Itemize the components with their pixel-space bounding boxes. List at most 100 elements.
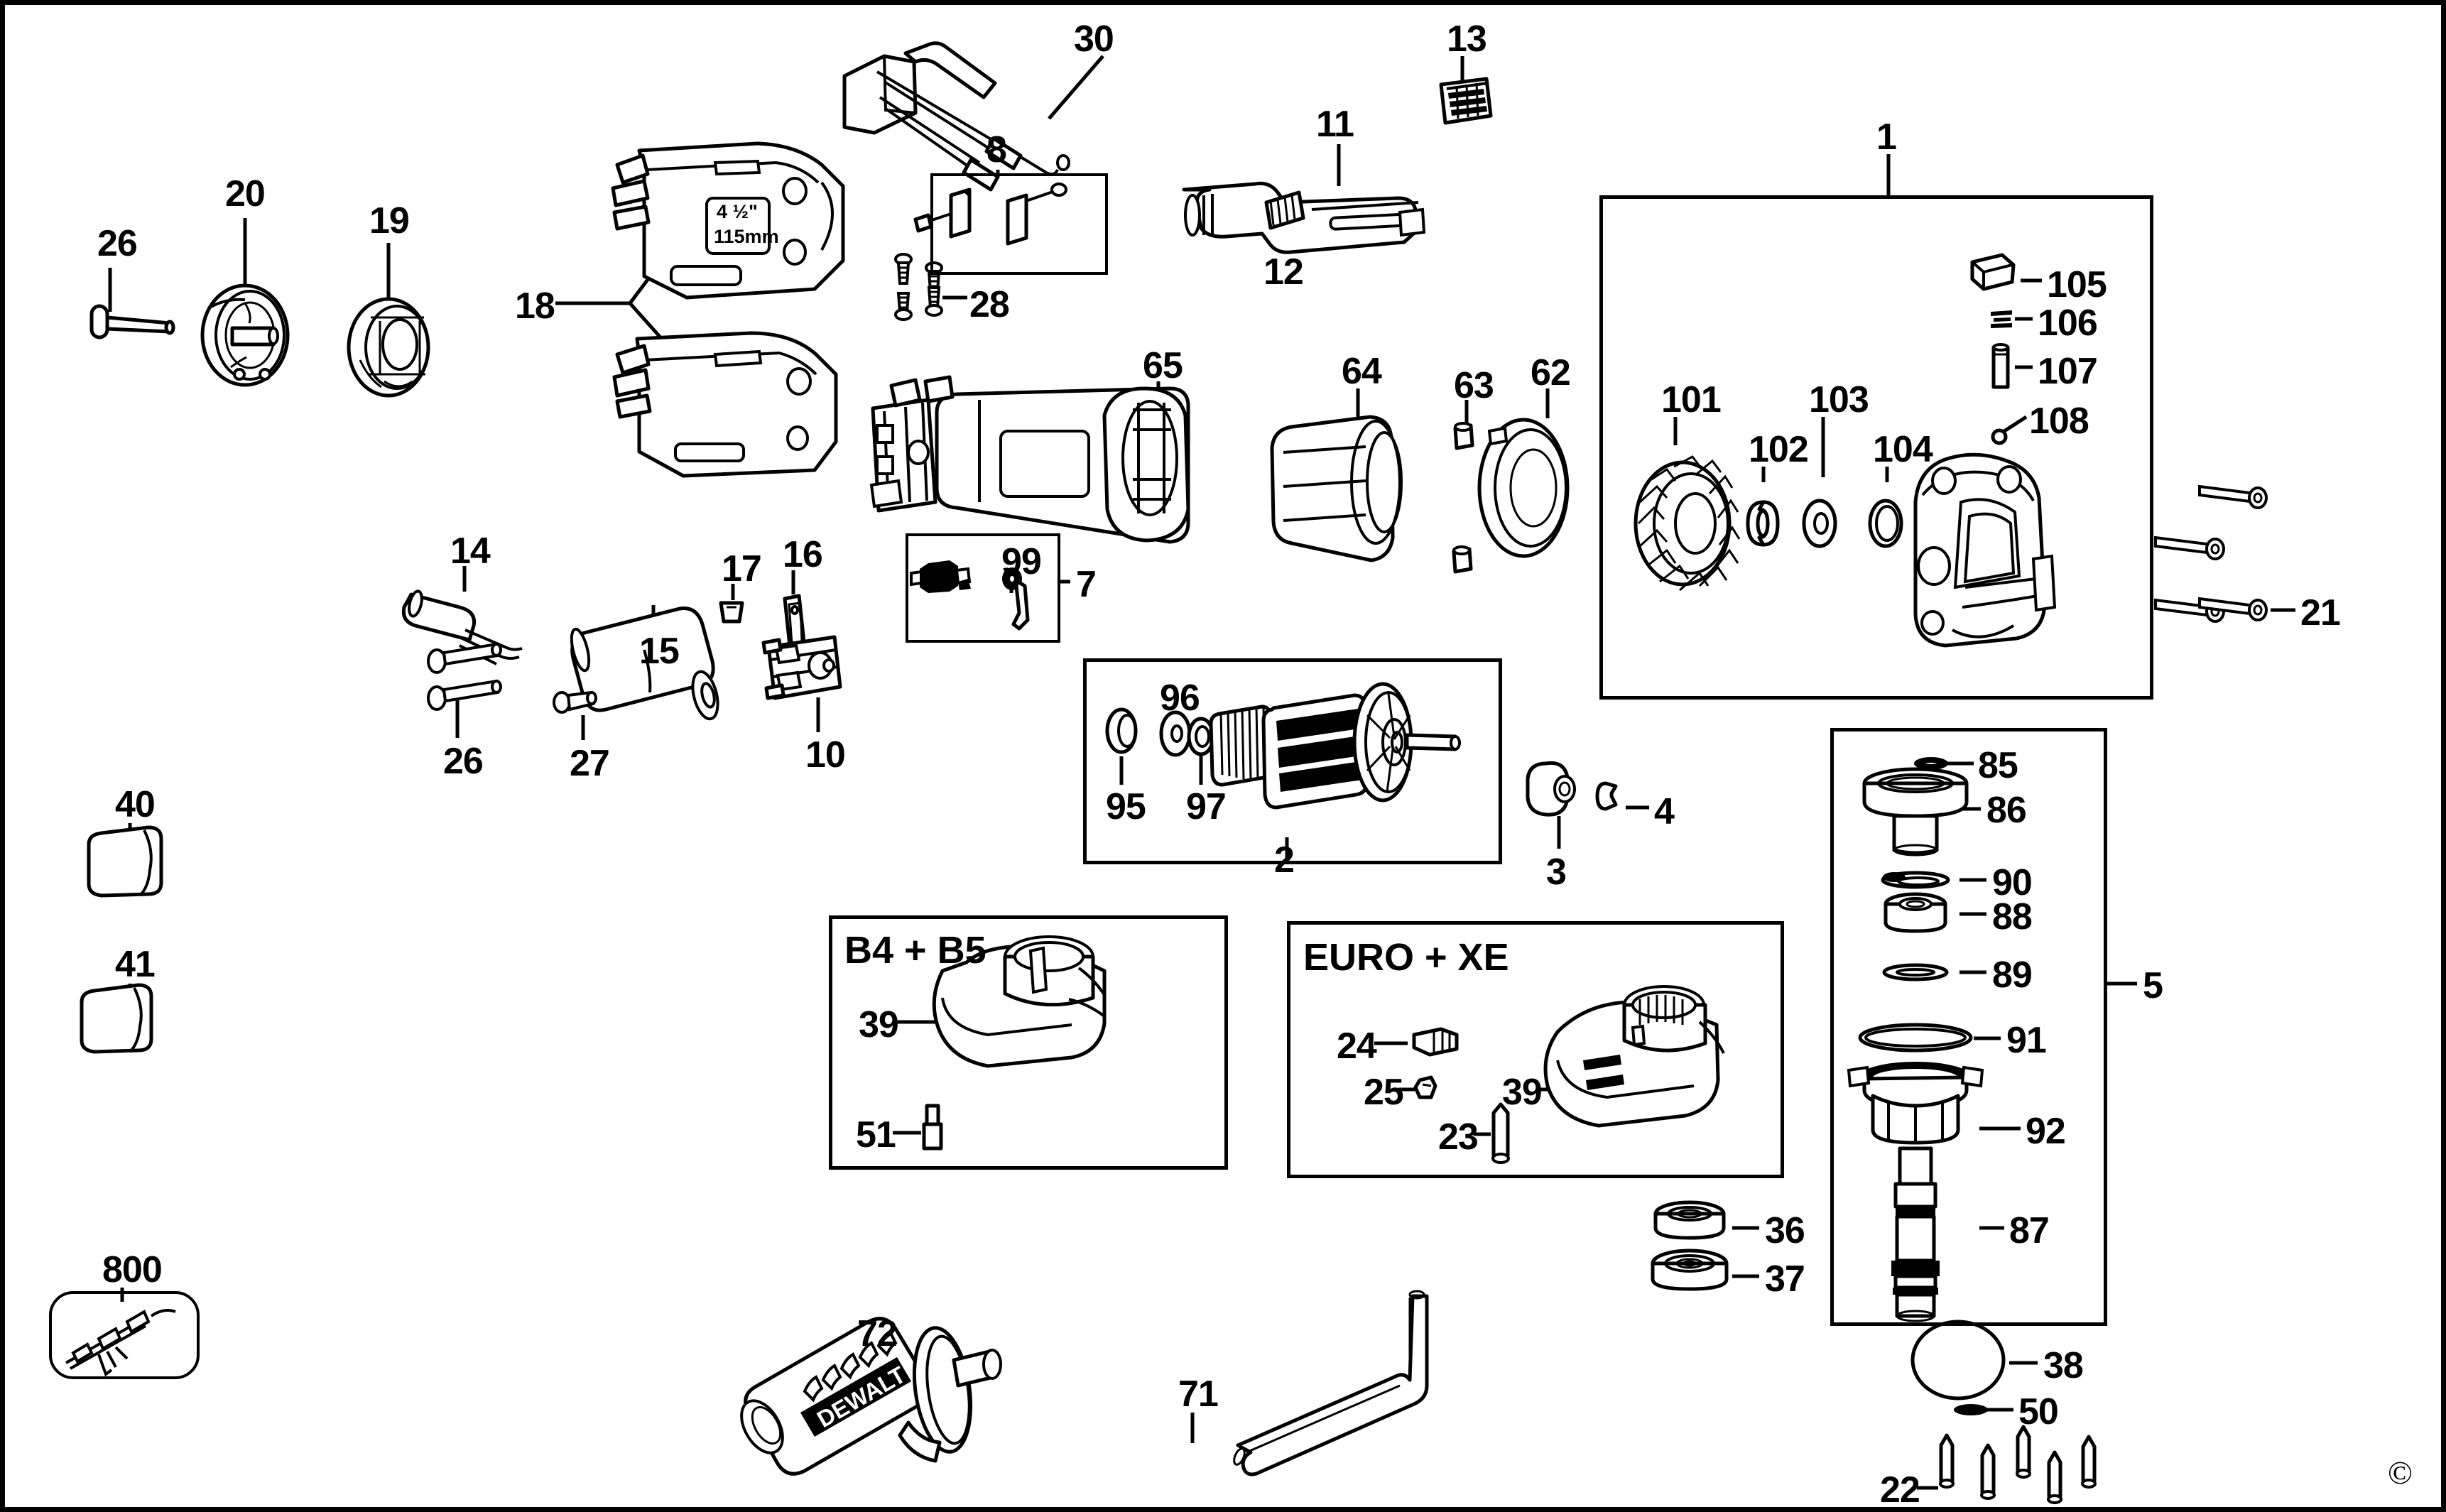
callout-18: 18 bbox=[515, 285, 555, 327]
part-85-oring bbox=[1914, 757, 1948, 770]
callout-19: 19 bbox=[369, 200, 410, 241]
group-box-8 bbox=[930, 173, 1108, 275]
part-17-screw bbox=[719, 601, 744, 624]
part-2-armature-assembly bbox=[1105, 682, 1461, 810]
callout-11: 11 bbox=[1316, 104, 1354, 145]
housing-size-imperial: 4 ½" bbox=[717, 201, 758, 222]
callout-21: 21 bbox=[2300, 592, 2341, 633]
part-18-housing-lower bbox=[612, 331, 838, 478]
callout-25: 25 bbox=[1364, 1072, 1404, 1113]
callout-15: 15 bbox=[639, 631, 680, 672]
callout-26: 26 bbox=[443, 741, 484, 782]
group-box-7 bbox=[906, 533, 1060, 643]
callout-7: 7 bbox=[1076, 564, 1097, 605]
diagram-artwork: .ln{fill:none;stroke:#000;stroke-width:5… bbox=[65, 41, 2295, 1504]
callout-64: 64 bbox=[1342, 351, 1382, 392]
callout-37: 37 bbox=[1765, 1258, 1805, 1300]
part-92-gear-case-cover bbox=[1847, 1062, 1984, 1145]
callout-14: 14 bbox=[450, 531, 491, 572]
box-title-b4b5: B4 + B5 bbox=[844, 929, 986, 972]
callout-2: 2 bbox=[1274, 839, 1295, 881]
part-50-key bbox=[1954, 1404, 1988, 1415]
part-7-box-contents bbox=[910, 560, 1030, 631]
callout-103: 103 bbox=[1809, 379, 1869, 420]
part-1-gear-case bbox=[1913, 452, 2057, 648]
part-13-terminal-block bbox=[1439, 77, 1493, 125]
callout-24: 24 bbox=[1337, 1026, 1377, 1067]
part-800-contents bbox=[65, 1309, 176, 1377]
callout-17: 17 bbox=[722, 548, 762, 589]
part-10-switch-assembly bbox=[761, 635, 842, 700]
callout-65: 65 bbox=[1143, 345, 1183, 386]
callout-99: 99 bbox=[1001, 541, 1042, 582]
group-box-euro bbox=[1287, 921, 1784, 1178]
part-91-oring bbox=[1858, 1023, 1973, 1053]
part-27-screw bbox=[553, 690, 597, 714]
callout-91: 91 bbox=[2006, 1020, 2047, 1061]
callout-90: 90 bbox=[1992, 862, 2033, 903]
part-41-cap bbox=[80, 983, 153, 1054]
part-103-washer bbox=[1802, 499, 1837, 548]
group-box-800 bbox=[49, 1291, 200, 1379]
part-22-screws bbox=[1939, 1425, 2097, 1504]
callout-28: 28 bbox=[969, 284, 1010, 325]
copyright-symbol: © bbox=[2388, 1454, 2413, 1491]
field-rear-bracket bbox=[869, 375, 955, 513]
part-104-o-ring bbox=[1868, 499, 1903, 548]
callout-27: 27 bbox=[570, 743, 610, 784]
housing-size-metric: 115mm bbox=[714, 226, 779, 247]
callout-41: 41 bbox=[115, 944, 156, 985]
part-38-washer bbox=[1910, 1320, 2006, 1400]
part-106-washer bbox=[1991, 310, 2012, 328]
callout-63: 63 bbox=[1454, 365, 1494, 406]
callout-95: 95 bbox=[1106, 786, 1146, 827]
callout-92: 92 bbox=[2026, 1111, 2066, 1152]
part-8-brush-set bbox=[913, 183, 1067, 246]
group-box-b4b5 bbox=[829, 915, 1228, 1170]
callout-85: 85 bbox=[1978, 745, 2018, 786]
part-18-housing-upper: 4 ½" 115mm bbox=[611, 141, 845, 300]
box-title-euro: EURO + XE bbox=[1303, 936, 1509, 979]
callout-4: 4 bbox=[1654, 791, 1675, 832]
callout-50: 50 bbox=[2018, 1391, 2059, 1432]
part-14-cord bbox=[401, 589, 523, 665]
callout-39: 39 bbox=[859, 1004, 899, 1045]
part-89-washer bbox=[1882, 963, 1949, 981]
part-19-baffle bbox=[347, 297, 430, 398]
callout-3: 3 bbox=[1546, 852, 1567, 893]
part-36-flange bbox=[1653, 1200, 1726, 1240]
callout-20: 20 bbox=[225, 173, 266, 214]
callout-38: 38 bbox=[2043, 1345, 2084, 1386]
callout-10: 10 bbox=[805, 734, 846, 776]
part-71-hex-key bbox=[1233, 1290, 1429, 1476]
callout-104: 104 bbox=[1873, 429, 1933, 470]
callout-86: 86 bbox=[1986, 790, 2027, 831]
callout-108: 108 bbox=[2029, 401, 2089, 442]
callout-97: 97 bbox=[1186, 786, 1227, 827]
callout-89: 89 bbox=[1992, 954, 2033, 996]
part-40-cap bbox=[87, 825, 163, 898]
part-20-end-cap bbox=[200, 283, 290, 387]
part-37-flange bbox=[1651, 1249, 1729, 1291]
group-box-2 bbox=[1083, 658, 1502, 864]
part-101-fan bbox=[1634, 455, 1741, 592]
callout-72: 72 bbox=[857, 1313, 898, 1354]
callout-12: 12 bbox=[1263, 251, 1304, 293]
callout-62: 62 bbox=[1531, 352, 1571, 393]
callout-16: 16 bbox=[783, 534, 823, 575]
part-25-nut bbox=[1413, 1075, 1437, 1099]
callout-13: 13 bbox=[1447, 18, 1487, 60]
callout-26: 26 bbox=[97, 223, 138, 264]
callout-40: 40 bbox=[115, 784, 156, 825]
callout-101: 101 bbox=[1661, 379, 1722, 420]
part-12-spring bbox=[1264, 190, 1305, 230]
callout-88: 88 bbox=[1992, 896, 2033, 937]
part-51-screw-b4b5 bbox=[922, 1104, 943, 1151]
part-87-spindle bbox=[1891, 1146, 1940, 1322]
callout-23: 23 bbox=[1438, 1116, 1479, 1158]
part-90-washer bbox=[1881, 871, 1950, 889]
part-86-flange bbox=[1862, 767, 1969, 856]
part-3-bearing bbox=[1526, 761, 1576, 817]
callout-5: 5 bbox=[2143, 965, 2163, 1006]
